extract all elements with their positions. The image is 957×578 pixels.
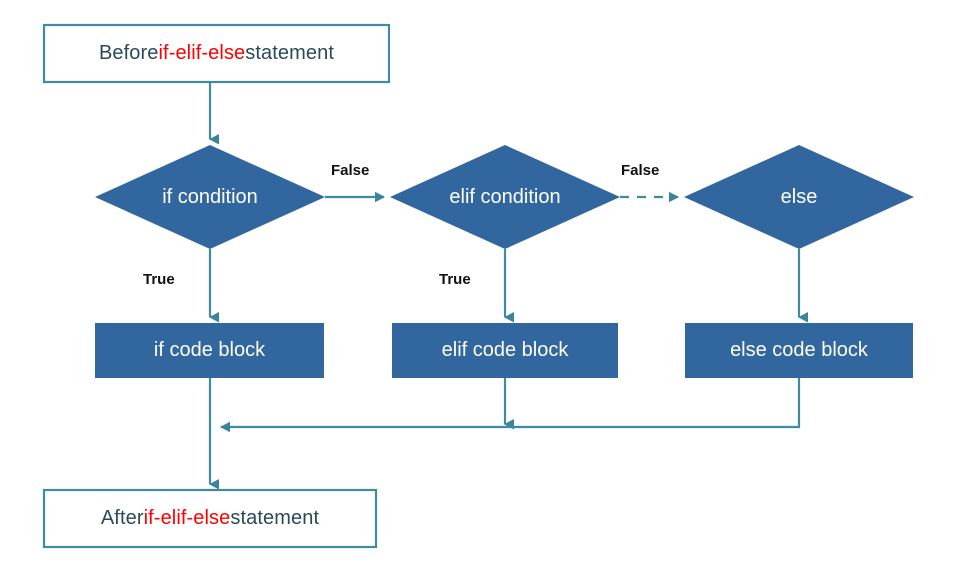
if-condition-diamond bbox=[95, 145, 325, 249]
else-code-block-rect bbox=[685, 323, 913, 378]
if-code-block-rect bbox=[95, 323, 324, 378]
edge-label-if-true: True bbox=[143, 271, 175, 288]
elif-code-block-rect bbox=[392, 323, 618, 378]
connector-else-block-to-merge bbox=[220, 378, 801, 433]
edge-label-elif-true: True bbox=[439, 271, 471, 288]
else-diamond bbox=[684, 145, 914, 249]
edge-label-elif-false: False bbox=[621, 162, 660, 179]
edge-label-if-false: False bbox=[331, 162, 370, 179]
before-statement-box bbox=[42, 23, 391, 84]
after-statement-box bbox=[42, 488, 378, 549]
elif-condition-diamond bbox=[390, 145, 620, 249]
